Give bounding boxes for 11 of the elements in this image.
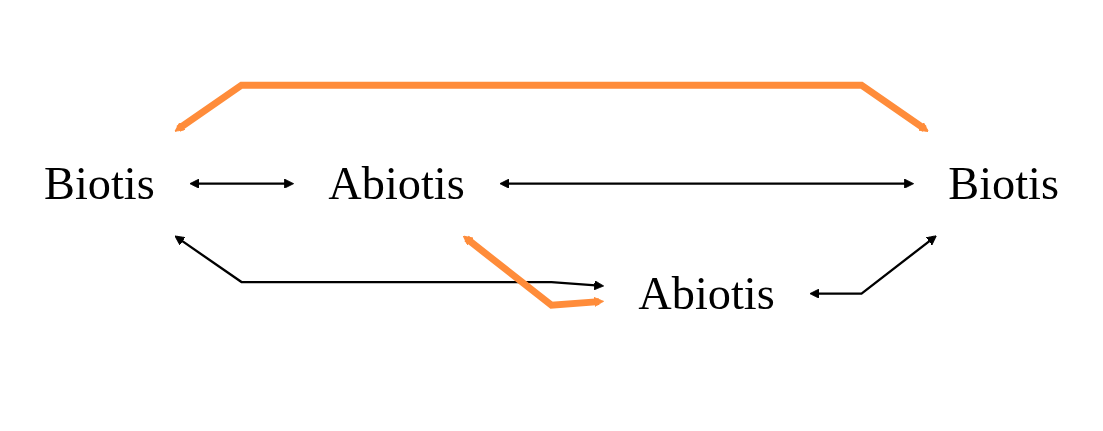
- diagram: Biotis Abiotis Abiotis Biotis: [0, 76, 1103, 355]
- arrow: [499, 178, 915, 189]
- arrow: [174, 81, 929, 133]
- arrow: [189, 178, 295, 189]
- node-text: Abiotis: [328, 157, 465, 210]
- arrow: [174, 235, 605, 291]
- node-text: Biotis: [948, 157, 1059, 210]
- arrow: [462, 235, 605, 309]
- arrow: [809, 235, 937, 299]
- node-text: Abiotis: [638, 267, 775, 320]
- node-text: Biotis: [44, 157, 155, 210]
